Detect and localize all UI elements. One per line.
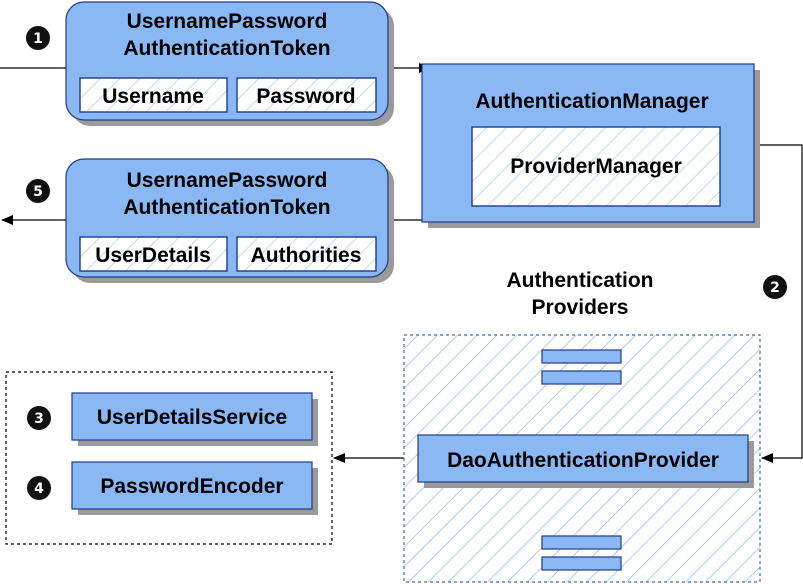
step-4-circle xyxy=(27,476,51,500)
provider-stub-top-1 xyxy=(541,349,622,364)
user-details-service-label: UserDetailsService xyxy=(97,406,287,429)
authorities-field-box xyxy=(236,236,377,272)
step-3-marker: 3 xyxy=(27,406,51,430)
provider-stub-bottom-1 xyxy=(541,535,622,550)
step-5-circle xyxy=(26,179,50,203)
dao-provider-label: DaoAuthenticationProvider xyxy=(447,449,719,472)
step-4-marker: 4 xyxy=(27,476,51,500)
step-4-number: 4 xyxy=(34,481,44,497)
providers-label-line2: Providers xyxy=(532,296,629,319)
dao-provider-box xyxy=(417,434,749,483)
password-field-box xyxy=(236,77,377,113)
step-5-number: 5 xyxy=(33,184,43,200)
authorities-field: Authorities xyxy=(251,244,362,267)
step-3-circle xyxy=(27,406,51,430)
provider-stub-bottom-2 xyxy=(541,556,622,571)
userdetails-field-box xyxy=(79,236,228,272)
step-2-marker: 2 xyxy=(763,275,787,299)
provider-manager-label: ProviderManager xyxy=(510,155,682,178)
authentication-providers-container: DaoAuthenticationProvider xyxy=(403,334,761,583)
result-token-title-line2: AuthenticationToken xyxy=(123,196,330,219)
arrow-manager-to-provider xyxy=(760,144,803,463)
username-field-box xyxy=(79,77,228,113)
password-encoder-label: PasswordEncoder xyxy=(100,475,283,498)
step-3-number: 3 xyxy=(34,411,44,427)
provider-stub-top-2 xyxy=(541,370,622,385)
password-encoder-box xyxy=(71,461,313,510)
step-1-circle xyxy=(26,26,50,50)
result-authentication-token: UsernamePassword AuthenticationToken Use… xyxy=(65,158,394,283)
step-2-circle xyxy=(763,275,787,299)
providers-label-line1: Authentication xyxy=(507,269,654,292)
step-1-marker: 1 xyxy=(26,26,50,50)
username-field: Username xyxy=(102,85,204,108)
step-2-number: 2 xyxy=(770,280,780,296)
step-5-marker: 5 xyxy=(26,179,50,203)
manager-title: AuthenticationManager xyxy=(475,90,708,113)
password-field: Password xyxy=(256,85,355,108)
request-token-title-line1: UsernamePassword xyxy=(127,10,328,33)
services-container-box xyxy=(5,371,333,545)
provider-manager-box xyxy=(471,126,721,207)
request-token-title-line2: AuthenticationToken xyxy=(123,37,330,60)
request-authentication-token: UsernamePassword AuthenticationToken Use… xyxy=(65,1,394,126)
services-container: UserDetailsService PasswordEncoder xyxy=(5,371,333,545)
user-details-service-box xyxy=(71,392,313,441)
userdetails-field: UserDetails xyxy=(95,244,211,267)
authentication-manager: AuthenticationManager ProviderManager xyxy=(421,63,760,228)
step-1-number: 1 xyxy=(33,31,43,47)
result-token-title-line1: UsernamePassword xyxy=(127,169,328,192)
